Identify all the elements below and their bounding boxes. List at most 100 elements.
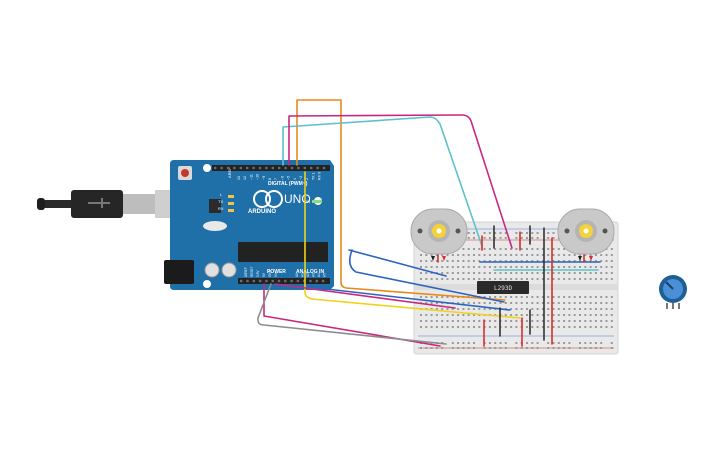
breadboard-hole[interactable] [536,342,539,344]
breadboard-hole[interactable] [435,302,438,304]
breadboard-hole[interactable] [610,342,613,344]
breadboard-hole[interactable] [526,342,528,344]
breadboard-hole[interactable] [494,278,497,280]
breadboard-hole[interactable] [563,326,566,328]
header-pin[interactable] [316,166,319,170]
breadboard-hole[interactable] [441,254,444,256]
breadboard-hole[interactable] [594,278,597,280]
breadboard-hole[interactable] [594,320,597,322]
breadboard-hole[interactable] [584,314,587,316]
breadboard-hole[interactable] [483,266,486,268]
breadboard-hole[interactable] [499,347,502,349]
breadboard-hole[interactable] [462,248,465,250]
breadboard-hole[interactable] [478,320,481,322]
header-pin[interactable] [278,166,281,170]
breadboard-hole[interactable] [610,314,613,316]
breadboard-hole[interactable] [526,320,528,322]
breadboard-hole[interactable] [446,320,449,322]
breadboard-hole[interactable] [579,254,581,256]
breadboard-hole[interactable] [557,302,560,304]
breadboard-hole[interactable] [573,326,576,328]
breadboard-hole[interactable] [531,260,534,262]
breadboard-hole[interactable] [600,326,603,328]
breadboard-hole[interactable] [557,314,560,316]
breadboard-hole[interactable] [547,272,550,274]
breadboard-hole[interactable] [600,314,603,316]
breadboard-hole[interactable] [483,296,486,298]
breadboard-hole[interactable] [425,320,428,322]
breadboard-hole[interactable] [430,320,433,322]
breadboard-hole[interactable] [420,320,422,322]
breadboard-hole[interactable] [488,232,491,234]
breadboard-hole[interactable] [589,302,592,304]
breadboard-hole[interactable] [457,347,460,349]
breadboard-hole[interactable] [473,260,475,262]
breadboard-hole[interactable] [589,326,592,328]
breadboard-hole[interactable] [594,302,597,304]
breadboard-hole[interactable] [457,272,460,274]
breadboard-hole[interactable] [494,248,497,250]
breadboard-hole[interactable] [425,314,428,316]
breadboard-hole[interactable] [430,296,433,298]
breadboard-hole[interactable] [536,278,539,280]
breadboard-hole[interactable] [467,314,470,316]
breadboard-hole[interactable] [462,254,465,256]
breadboard-hole[interactable] [478,260,481,262]
breadboard-hole[interactable] [568,254,571,256]
breadboard-hole[interactable] [451,272,454,274]
breadboard-hole[interactable] [557,248,560,250]
header-pin[interactable] [284,279,287,283]
breadboard-hole[interactable] [467,342,470,344]
breadboard-hole[interactable] [552,237,555,239]
breadboard-hole[interactable] [494,254,497,256]
breadboard-hole[interactable] [504,248,507,250]
breadboard-hole[interactable] [473,302,475,304]
wire-cyan[interactable] [282,116,483,247]
breadboard-hole[interactable] [430,260,433,262]
breadboard-hole[interactable] [536,266,539,268]
breadboard-hole[interactable] [451,314,454,316]
wire-blue[interactable] [348,249,447,277]
breadboard-hole[interactable] [600,296,603,298]
breadboard-hole[interactable] [589,260,592,262]
breadboard-hole[interactable] [600,342,603,344]
breadboard-hole[interactable] [563,302,566,304]
breadboard-hole[interactable] [552,248,555,250]
breadboard-hole[interactable] [499,237,502,239]
breadboard-hole[interactable] [504,237,507,239]
breadboard-hole[interactable] [600,308,603,310]
breadboard-hole[interactable] [515,248,518,250]
breadboard-hole[interactable] [467,272,470,274]
breadboard-hole[interactable] [435,278,438,280]
breadboard-hole[interactable] [473,232,475,234]
breadboard-hole[interactable] [457,278,460,280]
breadboard-hole[interactable] [473,237,475,239]
breadboard-hole[interactable] [483,254,486,256]
header-pin[interactable] [246,279,249,283]
breadboard-hole[interactable] [584,302,587,304]
wire-magenta-mid[interactable] [274,283,456,309]
breadboard-hole[interactable] [563,347,566,349]
breadboard-hole[interactable] [420,347,422,349]
breadboard-hole[interactable] [510,302,513,304]
breadboard-hole[interactable] [473,320,475,322]
breadboard-hole[interactable] [451,260,454,262]
breadboard-hole[interactable] [563,308,566,310]
breadboard-hole[interactable] [488,248,491,250]
header-pin[interactable] [271,166,274,170]
breadboard-hole[interactable] [488,254,491,256]
breadboard-hole[interactable] [531,266,534,268]
breadboard-hole[interactable] [547,254,550,256]
breadboard-hole[interactable] [425,272,428,274]
breadboard-hole[interactable] [488,266,491,268]
breadboard-hole[interactable] [526,308,528,310]
breadboard-hole[interactable] [504,320,507,322]
breadboard-hole[interactable] [536,308,539,310]
breadboard-hole[interactable] [510,266,513,268]
breadboard-hole[interactable] [510,296,513,298]
breadboard-hole[interactable] [435,308,438,310]
breadboard-hole[interactable] [531,320,534,322]
breadboard-hole[interactable] [563,260,566,262]
breadboard-hole[interactable] [494,342,497,344]
breadboard-hole[interactable] [573,308,576,310]
